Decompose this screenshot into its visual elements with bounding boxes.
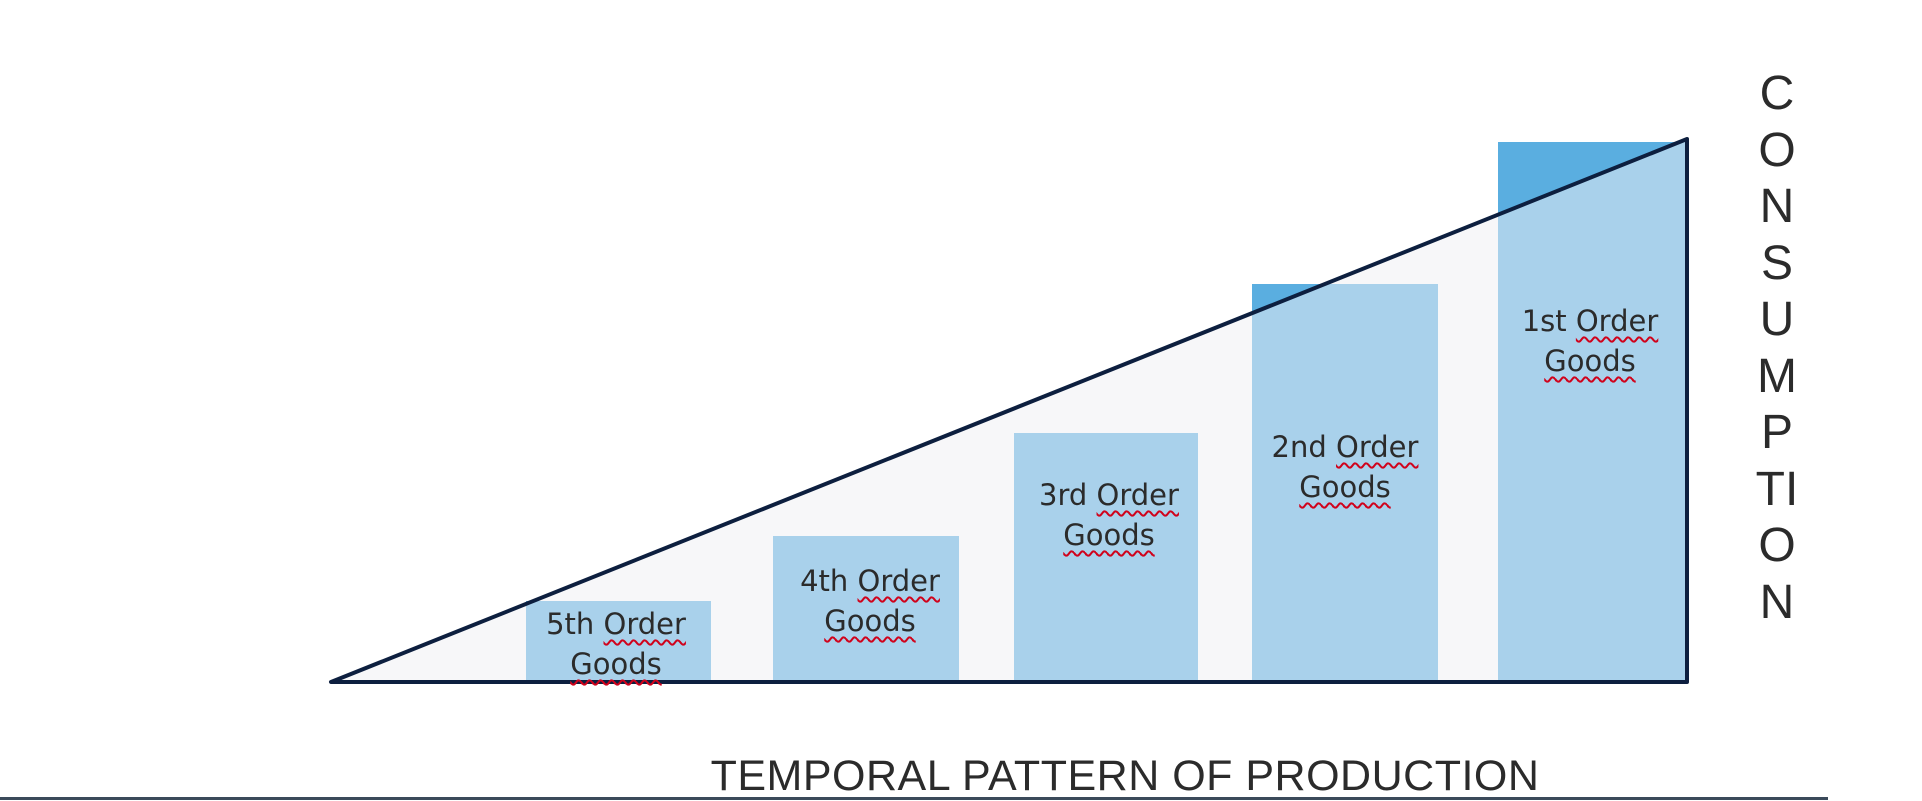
label-ordinal: 1st: [1521, 304, 1567, 338]
label-ordinal: 4th: [800, 564, 849, 598]
stage-bar: [773, 536, 959, 682]
stage-bar: [1014, 433, 1198, 682]
stage-bar: [1498, 142, 1687, 682]
stage-bar: [526, 601, 711, 682]
triangle-outline: [329, 137, 1689, 684]
production-axis-label: TEMPORAL PATTERN OF PRODUCTION: [710, 752, 1540, 800]
label-goods: Goods: [1063, 518, 1155, 552]
label-ordinal: 3rd: [1039, 478, 1088, 512]
label-order: Order: [857, 564, 940, 598]
label-order: Order: [1096, 478, 1179, 512]
label-ordinal: 2nd: [1271, 430, 1327, 464]
stage-bar: [1252, 284, 1438, 682]
label-goods: Goods: [1544, 344, 1636, 378]
divider-line: [0, 797, 1828, 800]
label-order: Order: [1575, 304, 1659, 338]
consumption-label: CONSUMPTION: [1755, 67, 1799, 629]
label-ordinal: 5th: [546, 607, 595, 641]
label-goods: Goods: [824, 604, 916, 638]
label-order: Order: [603, 607, 686, 641]
label-goods: Goods: [570, 647, 662, 681]
label-order: Order: [1336, 430, 1419, 464]
label-goods: Goods: [1299, 470, 1391, 504]
